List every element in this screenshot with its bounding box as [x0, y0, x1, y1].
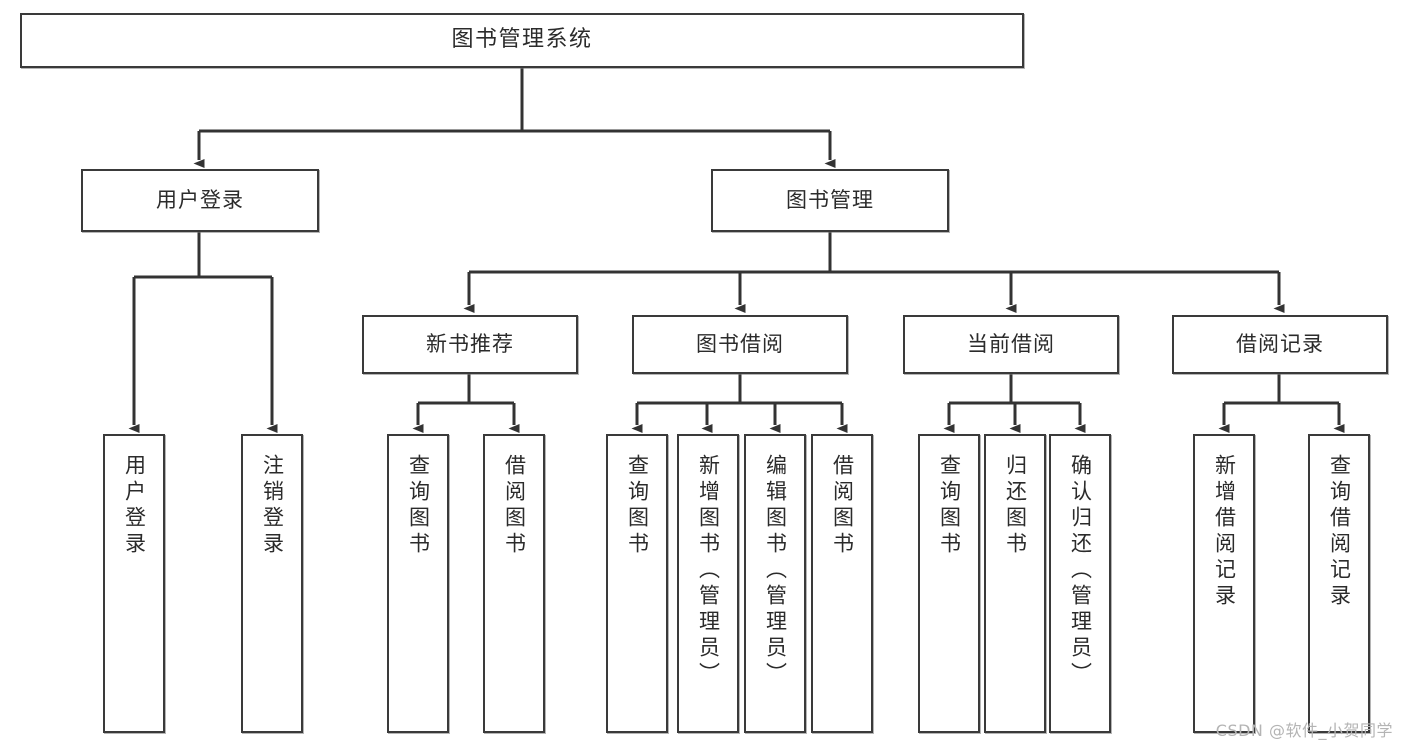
node-leaf-query-book-borrow[interactable]: 查询图书: [606, 434, 668, 733]
node-leaf-borrow-book[interactable]: 借阅图书: [811, 434, 873, 733]
node-label: 借阅图书: [830, 454, 855, 558]
node-leaf-return-book[interactable]: 归还图书: [984, 434, 1046, 733]
node-root-system[interactable]: 图书管理系统: [20, 13, 1024, 68]
node-label: 新增图书（管理员）: [696, 454, 721, 688]
node-current-borrow[interactable]: 当前借阅: [903, 315, 1119, 374]
watermark-text: CSDN @软件_小贺同学: [1215, 721, 1393, 740]
node-label: 图书管理: [786, 187, 874, 212]
node-label: 图书管理系统: [451, 27, 593, 53]
node-label: 归还图书: [1003, 454, 1028, 558]
node-leaf-user-logout[interactable]: 注销登录: [241, 434, 303, 733]
node-label: 查询图书: [625, 454, 650, 558]
node-label: 编辑图书（管理员）: [763, 454, 788, 688]
node-leaf-user-login[interactable]: 用户登录: [103, 434, 165, 733]
node-book-borrow[interactable]: 图书借阅: [632, 315, 848, 374]
node-label: 图书借阅: [696, 331, 784, 356]
node-label: 查询借阅记录: [1327, 454, 1352, 610]
node-new-book-recommend[interactable]: 新书推荐: [362, 315, 578, 374]
node-user-login[interactable]: 用户登录: [81, 169, 319, 232]
node-label: 新增借阅记录: [1212, 454, 1237, 610]
node-label: 新书推荐: [426, 331, 514, 356]
node-borrow-record[interactable]: 借阅记录: [1172, 315, 1388, 374]
node-label: 查询图书: [937, 454, 962, 558]
node-book-management[interactable]: 图书管理: [711, 169, 949, 232]
node-label: 当前借阅: [967, 331, 1055, 356]
node-label: 借阅记录: [1236, 331, 1324, 356]
node-label: 注销登录: [260, 454, 285, 558]
node-label: 借阅图书: [502, 454, 527, 558]
node-leaf-borrow-book-recommend[interactable]: 借阅图书: [483, 434, 545, 733]
node-leaf-query-borrow-record[interactable]: 查询借阅记录: [1308, 434, 1370, 733]
node-leaf-query-book-recommend[interactable]: 查询图书: [387, 434, 449, 733]
node-label: 确认归还（管理员）: [1068, 454, 1093, 688]
node-leaf-query-book-current[interactable]: 查询图书: [918, 434, 980, 733]
node-label: 用户登录: [122, 454, 147, 558]
node-label: 用户登录: [156, 187, 244, 212]
node-leaf-add-book[interactable]: 新增图书（管理员）: [677, 434, 739, 733]
node-leaf-confirm-return[interactable]: 确认归还（管理员）: [1049, 434, 1111, 733]
node-leaf-edit-book[interactable]: 编辑图书（管理员）: [744, 434, 806, 733]
node-leaf-add-borrow-record[interactable]: 新增借阅记录: [1193, 434, 1255, 733]
node-label: 查询图书: [406, 454, 431, 558]
